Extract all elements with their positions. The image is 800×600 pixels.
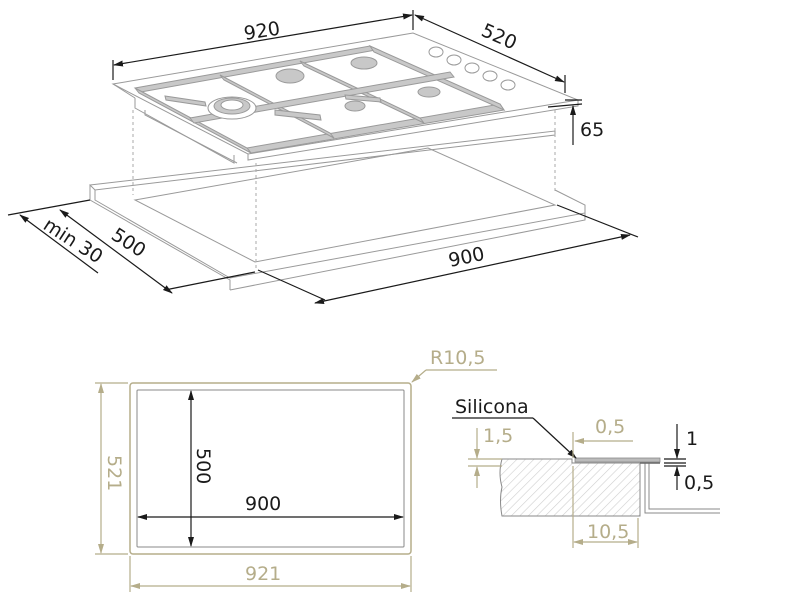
- burners: [207, 56, 441, 120]
- dim-10-5: 10,5: [587, 521, 629, 543]
- dim-921: 921: [245, 563, 281, 585]
- isometric-hob: 920 520 65 900 500 min 30: [7, 10, 639, 305]
- dim-65: 65: [580, 119, 604, 141]
- dim-0-5-top: 0,5: [595, 416, 625, 438]
- dim-0-5-right: 0,5: [684, 472, 714, 494]
- silicona-label: Silicona: [455, 396, 529, 418]
- dim-500-iso: 500: [107, 224, 149, 262]
- section-detail: Silicona 1,5 0,5 1 0,5 10,5: [452, 396, 720, 548]
- dim-520: 520: [478, 19, 520, 54]
- dim-1: 1: [686, 428, 698, 450]
- cutout-plan: 500 900 521 921 R10,5: [95, 347, 497, 592]
- dim-521: 521: [103, 455, 125, 491]
- dim-500-plan: 500: [192, 448, 214, 484]
- dim-radius: R10,5: [430, 347, 486, 369]
- control-knobs: [428, 46, 516, 91]
- dim-min30: min 30: [39, 214, 106, 268]
- dim-920: 920: [242, 18, 281, 45]
- dim-900-plan: 900: [245, 493, 281, 515]
- dim-1-5: 1,5: [483, 425, 513, 447]
